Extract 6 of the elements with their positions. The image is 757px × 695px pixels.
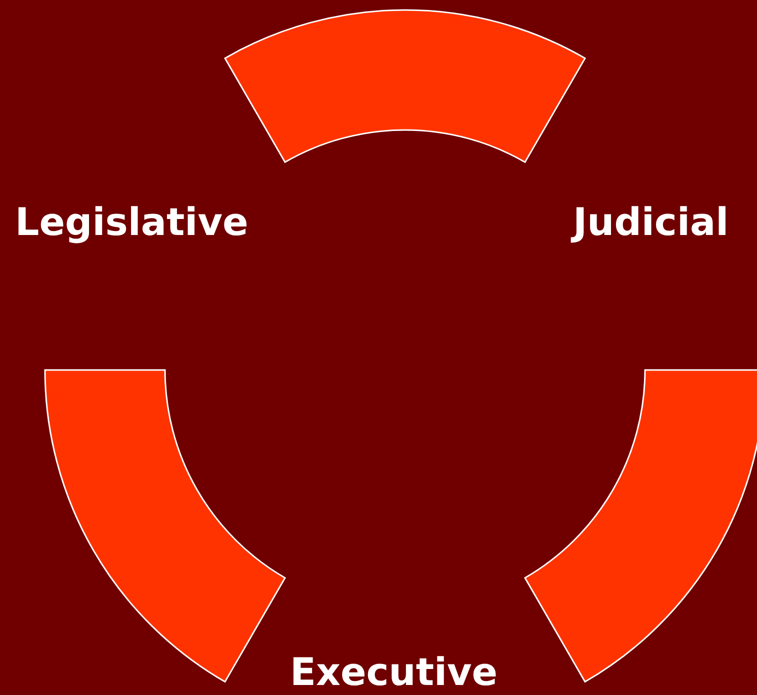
branch-label: Executive bbox=[290, 650, 498, 694]
arc-segment bbox=[525, 370, 757, 682]
arc-segment bbox=[225, 10, 585, 162]
branch-label: Legislative bbox=[15, 200, 248, 244]
branch-label: Judicial bbox=[573, 200, 729, 244]
arc-segment bbox=[45, 370, 285, 682]
